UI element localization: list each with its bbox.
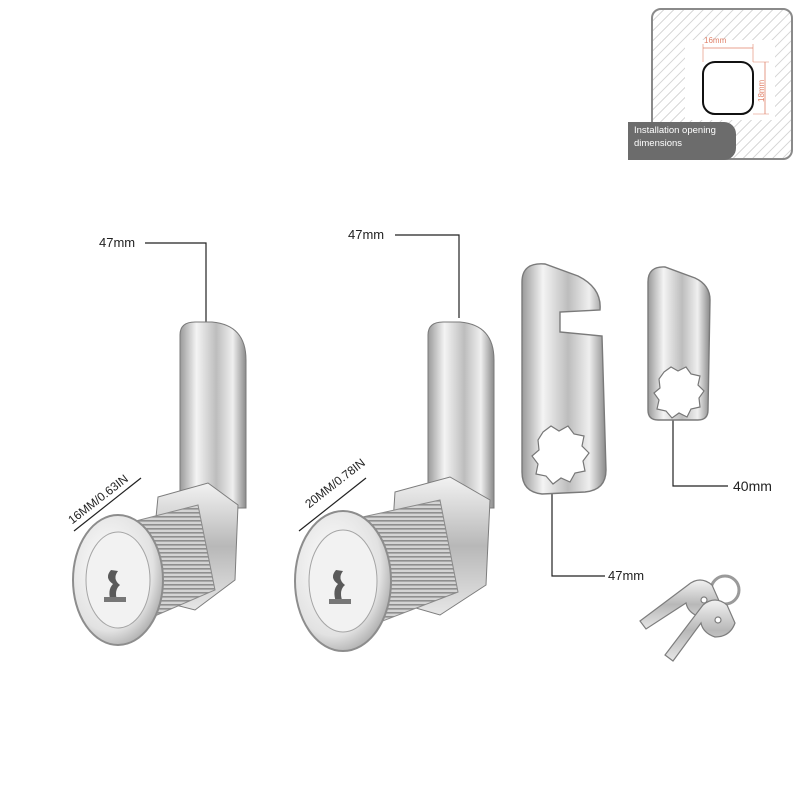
installation-caption-line2: dimensions [634,137,683,149]
cam-lock-20mm [294,321,495,652]
lock1-cam-length-label: 47mm [99,235,136,250]
hook-cam-length-label: 47mm [608,568,645,583]
flat-cam-length-label: 40mm [733,478,772,494]
installation-opening-diagram [651,8,793,160]
installation-caption-line1: Installation opening [634,125,716,136]
installation-caption: Installation opening dimensions [628,122,736,160]
hook-cam [521,263,607,495]
lock2-cam-length-label: 47mm [348,227,385,242]
cam-lock-16mm [72,321,247,646]
opening-outline [685,40,775,120]
dimension-lines [73,234,728,577]
flat-cam [647,266,711,421]
opening-width-label: 16mm [704,36,727,45]
keys [639,574,741,662]
